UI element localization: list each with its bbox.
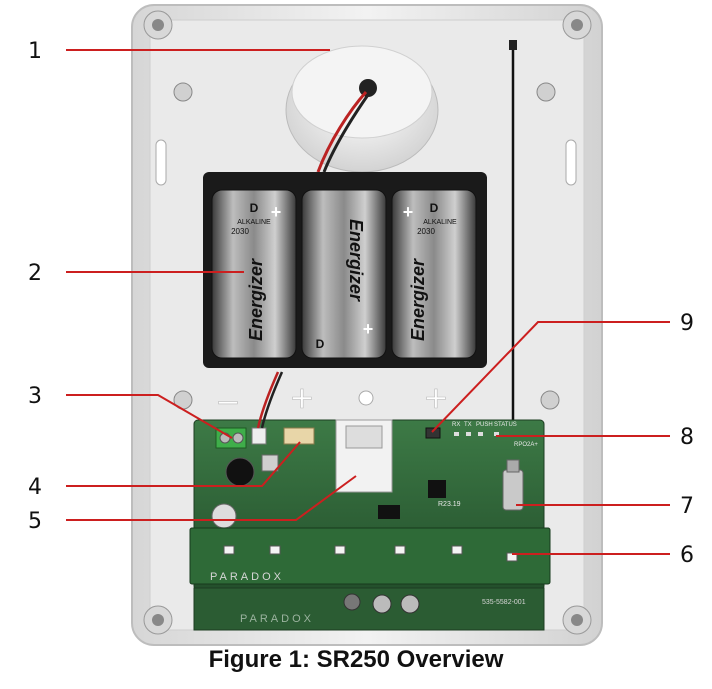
pcb-brand-label: PARADOX <box>240 613 314 625</box>
callout-6: 6 <box>680 543 694 568</box>
screw-icon <box>562 10 592 40</box>
battery-year-label: 2030 <box>231 227 249 236</box>
battery-brand-label: Energizer <box>408 258 428 341</box>
plus-sign: + <box>289 381 314 416</box>
capacitor <box>261 454 279 472</box>
screw-icon <box>143 605 173 635</box>
led-label: RX <box>452 422 460 428</box>
antenna <box>509 40 517 470</box>
status-leds: RX TX PUSH STATUS <box>452 422 517 436</box>
callout-7: 7 <box>680 494 694 519</box>
capacitor <box>343 593 361 611</box>
led-icon <box>394 545 406 555</box>
battery-connector <box>251 427 267 445</box>
battery: D ALKALINE 2030 + Energizer <box>211 189 297 359</box>
led-board: PARADOX <box>189 527 551 585</box>
battery-size-label: D <box>316 337 325 351</box>
callout-8: 8 <box>680 425 694 450</box>
mount-hole <box>358 390 374 406</box>
led-label: PUSH <box>476 422 493 428</box>
callout-3: 3 <box>28 384 42 409</box>
screw-icon <box>540 390 560 410</box>
capacitor <box>211 503 237 529</box>
battery-brand-label: Energizer <box>246 258 266 341</box>
callout-9: 9 <box>680 311 694 336</box>
pcb-part-label: 535-5582-001 <box>482 599 526 606</box>
screw-icon <box>173 82 193 102</box>
capacitor <box>372 594 392 614</box>
led-icon <box>223 545 235 555</box>
battery-brand-label: Energizer <box>346 219 366 302</box>
battery: Energizer + D <box>301 189 387 359</box>
callout-1: 1 <box>28 39 42 64</box>
pcb-model-label: RPO2A+ <box>514 442 538 448</box>
minus-sign: − <box>215 385 240 420</box>
battery-type-label: ALKALINE <box>423 219 457 226</box>
capacitor <box>400 594 420 614</box>
battery-holder: D ALKALINE 2030 + Energizer Energizer + … <box>203 172 487 368</box>
screw-icon <box>562 605 592 635</box>
leader-line-9 <box>431 321 670 433</box>
pcb-rev-label: R23.19 <box>438 501 461 508</box>
battery-size-label: D <box>250 201 259 215</box>
siren-connector <box>283 427 315 445</box>
battery-size-label: D <box>430 201 439 215</box>
battery: D ALKALINE 2030 + Energizer <box>391 189 477 359</box>
led-icon <box>451 545 463 555</box>
antenna-connector <box>502 459 524 511</box>
chip <box>428 480 446 498</box>
callout-5: 5 <box>28 509 42 534</box>
plus-sign: + <box>363 319 374 339</box>
screw-icon <box>143 10 173 40</box>
mount-slot-left <box>155 139 167 186</box>
callout-2: 2 <box>28 261 42 286</box>
tamper-switch <box>335 419 393 493</box>
leader-line-5 <box>66 475 357 521</box>
battery-year-label: 2030 <box>417 227 435 236</box>
figure-caption: Figure 1: SR250 Overview <box>208 646 504 673</box>
leader-lines <box>66 49 670 555</box>
pcb-brand-label: PARADOX <box>210 571 284 583</box>
led-icon <box>334 545 346 555</box>
leader-line-4 <box>66 441 301 487</box>
led-label: TX <box>464 422 472 428</box>
plus-sign: + <box>271 202 282 222</box>
push-button <box>425 427 441 439</box>
plus-sign: + <box>403 202 414 222</box>
led-icon <box>269 545 281 555</box>
chip <box>378 505 400 519</box>
screw-icon <box>536 82 556 102</box>
leader-line-3 <box>66 394 233 439</box>
led-label: STATUS <box>494 422 517 428</box>
mount-slot-right <box>565 139 577 186</box>
plus-sign: + <box>423 381 448 416</box>
callout-numbers: 1 2 3 4 5 6 7 8 9 <box>28 39 694 568</box>
callout-4: 4 <box>28 475 42 500</box>
capacitor <box>225 457 255 487</box>
buzzer <box>285 45 439 173</box>
battery-type-label: ALKALINE <box>237 219 271 226</box>
